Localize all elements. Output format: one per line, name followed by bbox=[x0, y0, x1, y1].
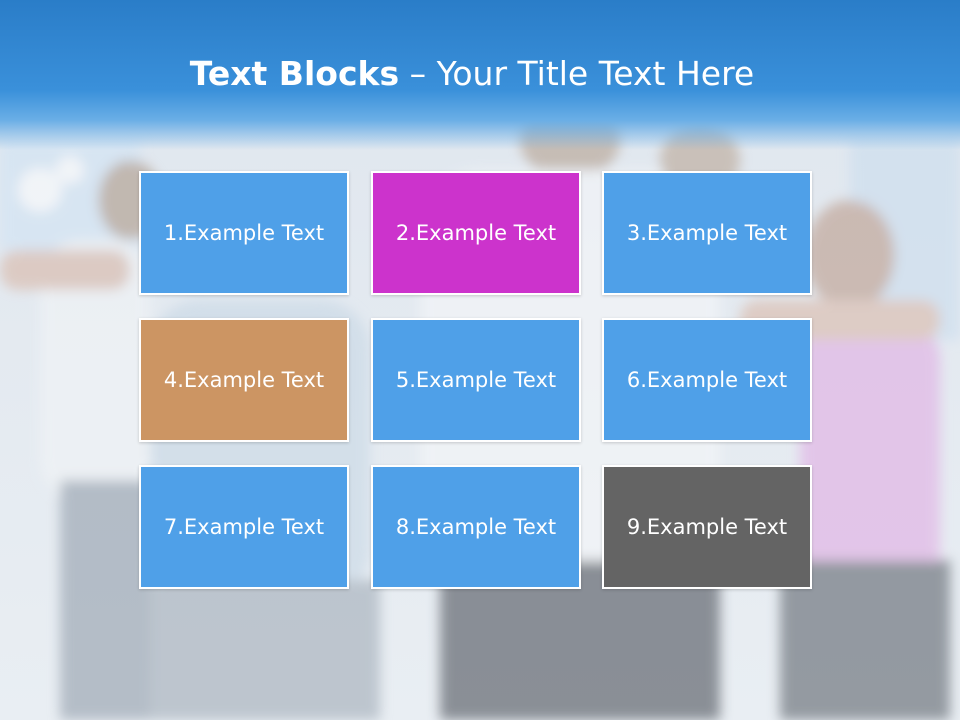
text-block-9[interactable]: 9.Example Text bbox=[602, 465, 812, 589]
text-block-3[interactable]: 3.Example Text bbox=[602, 171, 812, 295]
text-block-2[interactable]: 2.Example Text bbox=[371, 171, 581, 295]
text-block-label: 8.Example Text bbox=[395, 515, 557, 539]
text-block-8[interactable]: 8.Example Text bbox=[371, 465, 581, 589]
text-block-label: 9.Example Text bbox=[626, 515, 788, 539]
text-block-label: 6.Example Text bbox=[626, 368, 788, 392]
text-block-label: 5.Example Text bbox=[395, 368, 557, 392]
text-block-6[interactable]: 6.Example Text bbox=[602, 318, 812, 442]
title-separator: – bbox=[399, 54, 437, 93]
text-block-label: 2.Example Text bbox=[395, 221, 557, 245]
text-block-label: 4.Example Text bbox=[163, 368, 325, 392]
text-block-4[interactable]: 4.Example Text bbox=[139, 318, 349, 442]
text-block-label: 1.Example Text bbox=[163, 221, 325, 245]
text-block-5[interactable]: 5.Example Text bbox=[371, 318, 581, 442]
title-bold-part: Text Blocks bbox=[189, 54, 400, 93]
title-rest: Your Title Text Here bbox=[436, 54, 755, 93]
text-block-label: 3.Example Text bbox=[626, 221, 788, 245]
slide-title: Text Blocks – Your Title Text Here bbox=[0, 48, 944, 100]
text-block-label: 7.Example Text bbox=[163, 515, 325, 539]
text-block-1[interactable]: 1.Example Text bbox=[139, 171, 349, 295]
title-bar bbox=[0, 0, 960, 150]
text-block-7[interactable]: 7.Example Text bbox=[139, 465, 349, 589]
